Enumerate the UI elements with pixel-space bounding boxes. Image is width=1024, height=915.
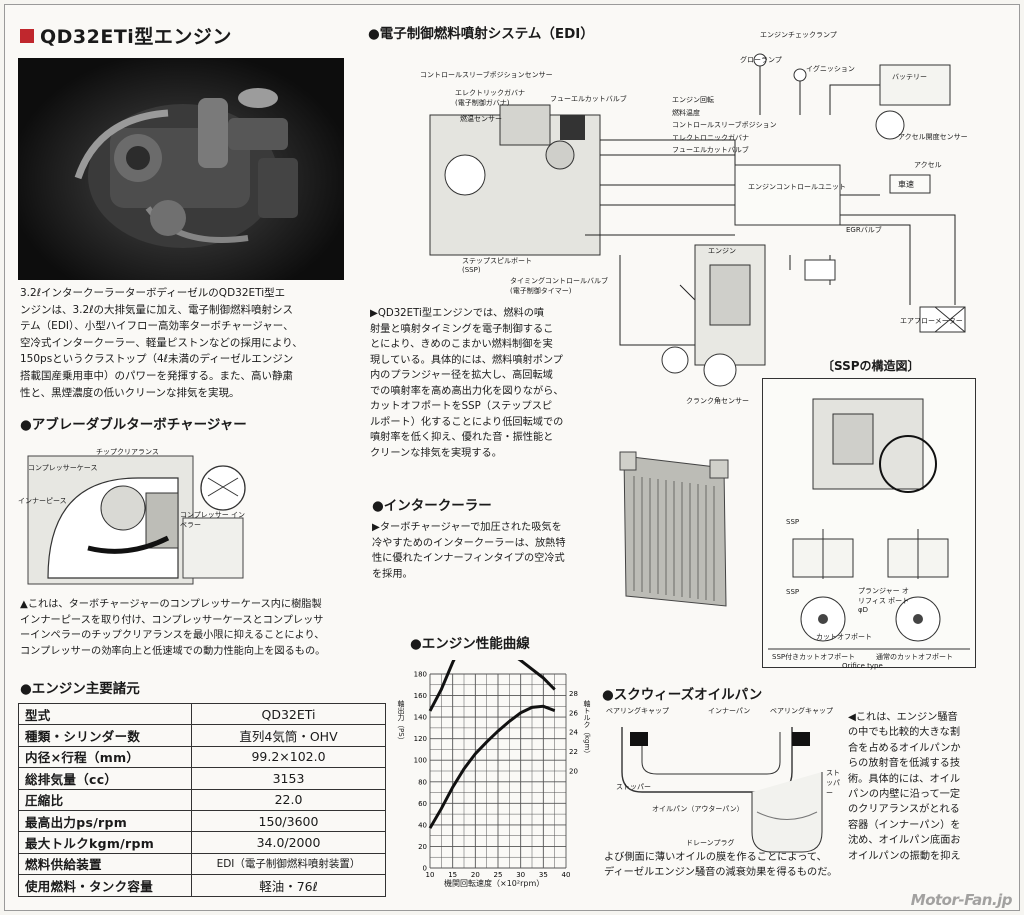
ssp-label-plunger: プランジャー オリフィス ポートφD xyxy=(858,587,910,614)
table-row: 内径×行程（mm）99.2×102.0 xyxy=(18,745,386,769)
edi-diagram xyxy=(410,45,970,395)
performance-chart: 10 15 20 25 30 35 40 0 20 40 60 80 100 120 140 160 180 20… xyxy=(392,633,602,890)
oilpan-label-bearing1: ベアリングキャップ xyxy=(606,707,669,715)
edi-text: ▶QD32ETi型エンジンでは、燃料の噴 射量と噴射タイミングを電子制御するこ … xyxy=(370,308,564,459)
turbo-heading: ●アブレーダブルターボチャージャー xyxy=(20,417,247,433)
edi-label-step: ステップスピルボート (SSP) xyxy=(462,257,532,274)
edi-label-accel2: アクセル xyxy=(914,161,942,169)
curve-xlabel: 機関回転速度（×10²rpm） xyxy=(444,879,545,888)
y-left-tick-label: 60 xyxy=(418,800,427,808)
edi-label-accel: アクセル開度センサー xyxy=(898,133,968,141)
curve-ylabel-right: 軸トルク（kgm） xyxy=(583,700,591,758)
x-tick-label: 10 xyxy=(426,871,435,879)
oilpan-label-drain: ドレーンプラグ xyxy=(686,839,735,847)
oilpan-bottom-text: よび側面に薄いオイルの膜を作ることによって、 ディーゼルエンジン騒音の減衰効果を… xyxy=(604,852,838,879)
y-left-tick-label: 180 xyxy=(414,671,427,679)
page-title: QD32ETi型エンジン xyxy=(20,22,232,49)
ssp-legend-2: 通常のカットオフポート xyxy=(876,653,953,661)
y-left-tick-label: 120 xyxy=(414,735,427,743)
y-right-tick-label: 22 xyxy=(569,748,578,756)
x-tick-label: 25 xyxy=(494,871,503,879)
y-left-tick-label: 80 xyxy=(418,778,427,786)
engine-photo xyxy=(18,58,344,280)
intercooler-heading: ●インタークーラー xyxy=(372,498,492,514)
y-left-tick-label: 40 xyxy=(418,821,427,829)
table-row: 種類・シリンダー数直列4気筒・OHV xyxy=(18,724,386,747)
power-curve xyxy=(428,704,556,829)
turbo-caption: ▲これは、ターボチャージャーのコンプレッサーケース内に樹脂製 インナーピースを取… xyxy=(20,599,326,657)
turbo-label-inner: インナーピース xyxy=(18,497,67,505)
edi-label-fuelcut: フューエルカットバルブ xyxy=(550,95,627,103)
edi-label-temp: 燃温センサー xyxy=(460,115,502,123)
edi-label-egr: EGRバルブ xyxy=(846,226,882,234)
edi-label-governor: エレクトリックガバナ (電子制御ガバナ) xyxy=(455,89,525,107)
table-row: 使用燃料・タンク容量軽油・76ℓ xyxy=(18,874,386,897)
turbo-diagram xyxy=(18,438,253,588)
ssp-diagram xyxy=(762,378,976,668)
ssp-label-cutoff: カットオフポート xyxy=(816,633,872,641)
edi-label-timing: タイミングコントロールバルブ (電子制御タイマー) xyxy=(510,277,608,295)
intro-paragraph: 3.2ℓインタークーラーターボディーゼルのQD32ETi型エ ンジンは、3.2ℓ… xyxy=(20,287,303,399)
y-right-tick-label: 24 xyxy=(569,729,578,737)
oilpan-label-bearing2: ベアリングキャップ xyxy=(770,707,833,715)
turbo-label-case: コンプレッサーケース xyxy=(28,464,98,472)
x-tick-label: 30 xyxy=(516,871,525,879)
curve-ylabel-left: 軸出力（PS） xyxy=(397,700,405,744)
edi-signal-list: エンジン回転 燃料温度 コントロールスリーブポジション エレクトロニックガバナ … xyxy=(672,96,777,154)
edi-heading: ●電子制御燃料噴射システム（EDI） xyxy=(368,26,594,42)
edi-label-crank: クランク角センサー xyxy=(686,397,749,405)
watermark: Motor-Fan.jp xyxy=(910,891,1013,909)
ssp-legend-1: SSP付きカットオフポート xyxy=(772,653,856,661)
oilpan-label-outer: オイルパン（アウターパン） xyxy=(652,805,744,813)
specs-heading: ●エンジン主要諸元 xyxy=(20,681,140,697)
turbo-label-chip: チップクリアランス xyxy=(96,448,159,456)
edi-label-speed: 車速 xyxy=(898,180,914,189)
red-square-icon xyxy=(20,28,34,43)
edi-label-sleeve: コントロールスリーブポジションセンサー xyxy=(420,71,553,79)
y-left-tick-label: 20 xyxy=(418,843,427,851)
edi-label-airflow: エアフローメーター xyxy=(900,317,963,325)
y-left-tick-label: 100 xyxy=(414,757,427,765)
table-row: 総排気量（cc）3153 xyxy=(18,767,386,790)
oilpan-label-stopper1: ストッパー xyxy=(616,783,651,791)
x-tick-label: 35 xyxy=(539,871,548,879)
edi-label-battery: バッテリー xyxy=(892,73,927,81)
performance-chart-svg: 10 15 20 25 30 35 40 0 20 40 60 80 100 120 140 160 180 20… xyxy=(414,633,578,879)
y-left-tick-label: 0 xyxy=(423,865,427,873)
torque-curve xyxy=(428,633,556,712)
x-tick-label: 40 xyxy=(562,871,571,879)
x-tick-label: 15 xyxy=(448,871,457,879)
ssp-label-1: SSP xyxy=(786,518,800,526)
intercooler-text: ▶ターボチャージャーで加圧された吸気を 冷やすためのインタークーラーは、放熱特 … xyxy=(372,522,566,580)
y-left-tick-label: 160 xyxy=(414,692,427,700)
edi-label-check: エンジンチェックランプ xyxy=(760,31,837,39)
ssp-label-orifice: Orifice type xyxy=(842,662,883,670)
edi-label-engine: エンジン xyxy=(708,247,736,255)
y-right-tick-label: 28 xyxy=(569,690,578,698)
y-right-tick-label: 26 xyxy=(569,709,578,717)
edi-label-glow: グローランプ xyxy=(740,56,782,64)
edi-label-ecu: エンジンコントロールユニット xyxy=(748,183,846,191)
oilpan-side-text: ◀これは、エンジン騒音 の中でも比較的大きな割 合を占めるオイルパンか らの放射… xyxy=(848,712,961,862)
y-left-tick-label: 140 xyxy=(414,714,427,722)
intercooler-image xyxy=(614,446,736,614)
oilpan-heading: ●スクウィーズオイルパン xyxy=(602,687,763,703)
ssp-label-2: SSP xyxy=(786,588,800,596)
x-tick-label: 20 xyxy=(471,871,480,879)
ssp-title: 〔SSPの構造図〕 xyxy=(822,359,920,373)
oilpan-label-stopper2: ストッパー xyxy=(826,769,840,797)
turbo-label-impeller: コンプレッサー インペラー xyxy=(180,511,246,529)
oilpan-diagram xyxy=(602,712,840,862)
edi-label-ign: イグニッション xyxy=(806,65,855,73)
oilpan-label-inner: インナーパン xyxy=(708,707,751,715)
curve-heading: ●エンジン性能曲線 xyxy=(410,636,530,652)
y-right-tick-label: 20 xyxy=(569,768,578,776)
